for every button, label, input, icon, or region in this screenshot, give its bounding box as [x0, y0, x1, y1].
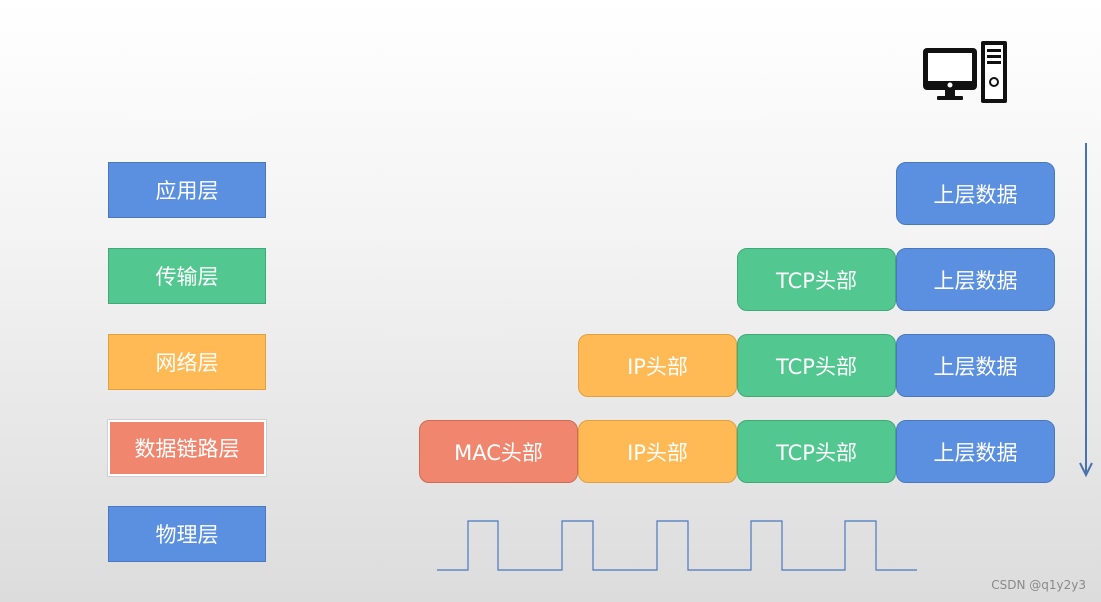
packet-ip-row3: IP头部	[578, 334, 737, 397]
packet-data-row1: 上层数据	[896, 162, 1055, 225]
layer-physical-label: 物理层	[155, 523, 219, 547]
layer-application: 应用层	[108, 162, 266, 218]
watermark: CSDN @q1y2y3	[991, 578, 1086, 592]
packet-ip-label: IP头部	[627, 440, 688, 465]
packet-mac-label: MAC头部	[454, 440, 543, 465]
layer-transport: 传输层	[108, 248, 266, 304]
packet-tcp-label: TCP头部	[776, 268, 857, 293]
packet-tcp-label: TCP头部	[776, 354, 857, 379]
packet-data-label: 上层数据	[933, 354, 1018, 379]
arrow-down-icon	[1079, 143, 1093, 478]
packet-ip-row4: IP头部	[578, 420, 737, 483]
square-wave-icon	[437, 520, 917, 571]
layer-physical: 物理层	[108, 506, 266, 562]
computer-icon	[923, 41, 1007, 103]
packet-tcp-label: TCP头部	[776, 440, 857, 465]
packet-data-label: 上层数据	[933, 268, 1018, 293]
packet-data-row3: 上层数据	[896, 334, 1055, 397]
packet-mac-row4: MAC头部	[419, 420, 578, 483]
layer-datalink-label: 数据链路层	[134, 437, 240, 461]
packet-data-label: 上层数据	[933, 182, 1018, 207]
layer-datalink: 数据链路层	[108, 420, 266, 476]
layer-transport-label: 传输层	[155, 265, 219, 289]
packet-tcp-row2: TCP头部	[737, 248, 896, 311]
packet-ip-label: IP头部	[627, 354, 688, 379]
packet-tcp-row4: TCP头部	[737, 420, 896, 483]
layer-network: 网络层	[108, 334, 266, 390]
packet-tcp-row3: TCP头部	[737, 334, 896, 397]
packet-data-label: 上层数据	[933, 440, 1018, 465]
packet-data-row2: 上层数据	[896, 248, 1055, 311]
packet-data-row4: 上层数据	[896, 420, 1055, 483]
layer-application-label: 应用层	[155, 179, 219, 203]
layer-network-label: 网络层	[155, 351, 219, 375]
